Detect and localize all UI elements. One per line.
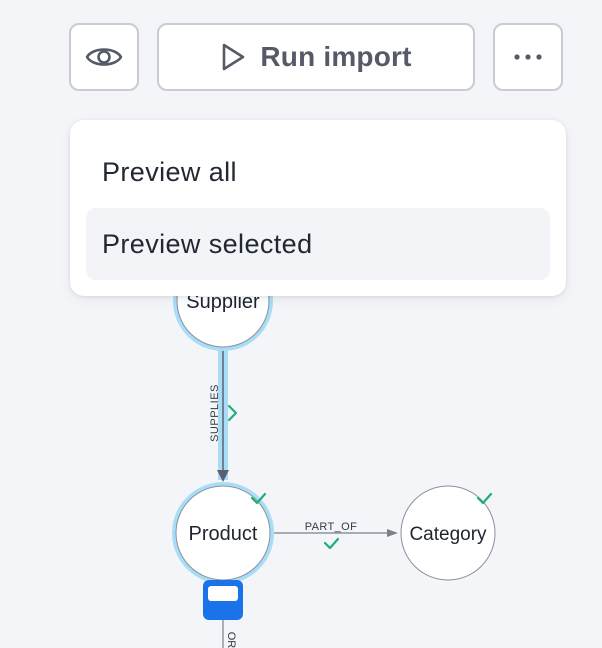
edge-supplies[interactable]: SUPPLIES xyxy=(209,340,238,482)
more-options-button[interactable] xyxy=(493,23,563,91)
node-label-category: Category xyxy=(409,524,487,545)
eye-icon xyxy=(85,48,123,66)
check-icon xyxy=(323,537,340,550)
node-category[interactable]: Category xyxy=(400,485,496,581)
check-icon xyxy=(250,492,267,505)
check-icon xyxy=(476,492,493,505)
run-import-label: Run import xyxy=(260,41,412,72)
edge-part-of[interactable]: PART_OF xyxy=(274,521,398,550)
menu-item-preview-selected[interactable]: Preview selected xyxy=(86,208,550,280)
node-circle xyxy=(400,485,496,581)
edge-orders[interactable]: OR xyxy=(222,620,237,648)
arrowhead-icon xyxy=(217,470,229,482)
node-product[interactable]: Product xyxy=(172,482,274,584)
node-label-product: Product xyxy=(189,523,258,545)
arrowhead-icon xyxy=(387,529,398,537)
edge-label-part-of: PART_OF xyxy=(305,521,358,533)
play-icon xyxy=(223,43,245,71)
handle-icon xyxy=(208,586,238,601)
check-icon xyxy=(227,404,238,422)
edge-label-orders: OR xyxy=(225,632,237,648)
more-horizontal-icon xyxy=(514,54,542,60)
menu-item-preview-all[interactable]: Preview all xyxy=(102,156,237,187)
node-label-supplier: Supplier xyxy=(186,291,260,313)
node-handle[interactable] xyxy=(203,580,243,620)
edge-label-supplies: SUPPLIES xyxy=(209,384,221,442)
preview-button[interactable] xyxy=(69,23,139,91)
run-import-button[interactable]: Run import xyxy=(157,23,475,91)
preview-dropdown-menu: Preview all Preview selected xyxy=(70,120,566,296)
